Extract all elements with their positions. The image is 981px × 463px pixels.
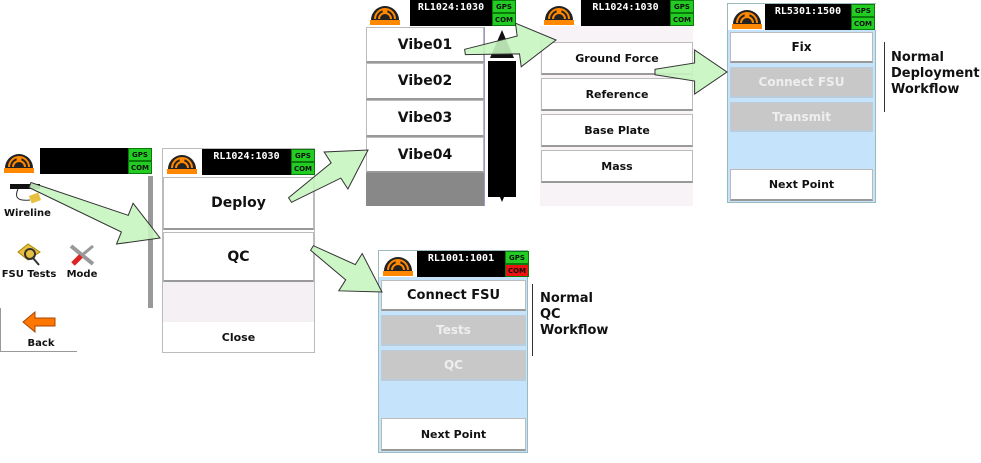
deploy-workflow-note: Normal Deployment Workflow (891, 50, 980, 98)
connect-fsu-button[interactable]: Connect FSU (381, 280, 526, 311)
next-point-button[interactable]: Next Point (381, 418, 526, 451)
deploy-workflow-screen: RL5301:1500 GPS COM Fix Connect FSU Tran… (727, 3, 876, 203)
header-readout: RL1024:1030 (202, 149, 291, 175)
status-header: RL1024:1030 GPS COM (366, 0, 519, 26)
com-indicator: COM (128, 161, 152, 174)
com-indicator: COM (492, 13, 516, 26)
qc-workflow-screen: RL1001:1001 GPS COM Connect FSU Tests QC… (378, 250, 529, 453)
back-button[interactable]: Back (0, 308, 77, 352)
scrollbar[interactable] (148, 176, 153, 308)
back-label: Back (27, 338, 55, 349)
flow-arrow (309, 245, 383, 293)
status-header: RL1024:1030 GPS COM (163, 149, 315, 175)
bracket-line (532, 284, 533, 356)
status-header: RL5301:1500 GPS COM (728, 4, 876, 30)
wireline-label: Wireline (4, 208, 51, 219)
mode-label: Mode (66, 269, 98, 280)
vibe-list-screen: RL1024:1030 GPS COM Vibe01 Vibe02 Vibe03… (366, 0, 519, 206)
wireline-button[interactable]: Wireline (2, 178, 52, 224)
fsu-tests-icon (17, 243, 41, 266)
scroll-up-arrow-icon[interactable] (490, 30, 514, 58)
main-menu-screen: GPS COM Wireline FSU Tests Mode Back (0, 146, 155, 354)
fsu-tests-button[interactable]: FSU Tests (0, 242, 58, 284)
scroll-down-arrow-icon[interactable] (490, 173, 514, 202)
navtool-logo (728, 4, 764, 30)
header-readout: RL1024:1030 (410, 0, 492, 26)
empty-slot (366, 173, 484, 206)
status-header: RL1024:1030 GPS COM (540, 0, 694, 26)
note-line: Normal (540, 291, 593, 306)
com-indicator: COM (505, 264, 529, 277)
ground-force-button[interactable]: Ground Force (541, 42, 693, 75)
fix-button[interactable]: Fix (730, 32, 873, 63)
qc-button[interactable]: QC (381, 350, 526, 381)
qc-button[interactable]: QC (163, 232, 314, 282)
mode-button[interactable]: Mode (62, 242, 102, 284)
fsu-tests-label: FSU Tests (1, 269, 57, 280)
com-indicator: COM (851, 17, 875, 30)
vibe-item[interactable]: Vibe04 (366, 137, 484, 173)
signal-menu-screen: RL1024:1030 GPS COM Ground Force Referen… (540, 0, 694, 206)
status-header: RL1001:1001 GPS COM (379, 251, 529, 277)
gps-indicator: GPS (670, 0, 694, 13)
bracket-line (884, 42, 885, 112)
tools-icon (69, 244, 95, 266)
header-readout: RL1024:1030 (581, 0, 670, 26)
tests-button[interactable]: Tests (381, 315, 526, 346)
status-header: GPS COM (0, 148, 155, 174)
vibe-item[interactable]: Vibe03 (366, 100, 484, 137)
header-readout: RL1001:1001 (417, 251, 505, 277)
mass-button[interactable]: Mass (541, 150, 693, 183)
wireline-icon (10, 184, 42, 204)
transmit-button[interactable]: Transmit (730, 102, 873, 132)
deploy-menu-screen: RL1024:1030 GPS COM Deploy QC Close (162, 148, 315, 353)
note-line: Workflow (540, 323, 609, 338)
header-readout: RL5301:1500 (765, 4, 851, 30)
note-line: Deployment (891, 66, 980, 81)
note-line: QC (540, 307, 561, 322)
reference-button[interactable]: Reference (541, 78, 693, 111)
empty-slot (163, 282, 314, 322)
next-point-button[interactable]: Next Point (730, 169, 873, 201)
gps-indicator: GPS (851, 4, 875, 17)
vibe-item[interactable]: Vibe02 (366, 63, 484, 100)
vibe-item[interactable]: Vibe01 (366, 27, 484, 63)
back-arrow-icon (22, 311, 56, 333)
navtool-logo (163, 149, 201, 175)
note-line: Normal (891, 50, 944, 65)
navtool-logo (366, 0, 410, 26)
deploy-button[interactable]: Deploy (163, 177, 314, 230)
gps-indicator: GPS (492, 0, 516, 13)
scrollbar[interactable] (484, 27, 519, 206)
qc-workflow-note: Normal QC Workflow (540, 291, 608, 339)
navtool-logo (0, 148, 38, 174)
connect-fsu-button[interactable]: Connect FSU (730, 67, 873, 98)
gps-indicator: GPS (505, 251, 529, 264)
navtool-logo (540, 0, 580, 26)
com-indicator: COM (670, 13, 694, 26)
note-line: Workflow (891, 82, 960, 97)
navtool-logo (379, 251, 415, 277)
gps-indicator: GPS (291, 149, 315, 162)
com-indicator: COM (291, 162, 315, 175)
close-button[interactable]: Close (163, 322, 314, 352)
header-readout (40, 148, 128, 174)
base-plate-button[interactable]: Base Plate (541, 114, 693, 147)
gps-indicator: GPS (128, 148, 152, 161)
